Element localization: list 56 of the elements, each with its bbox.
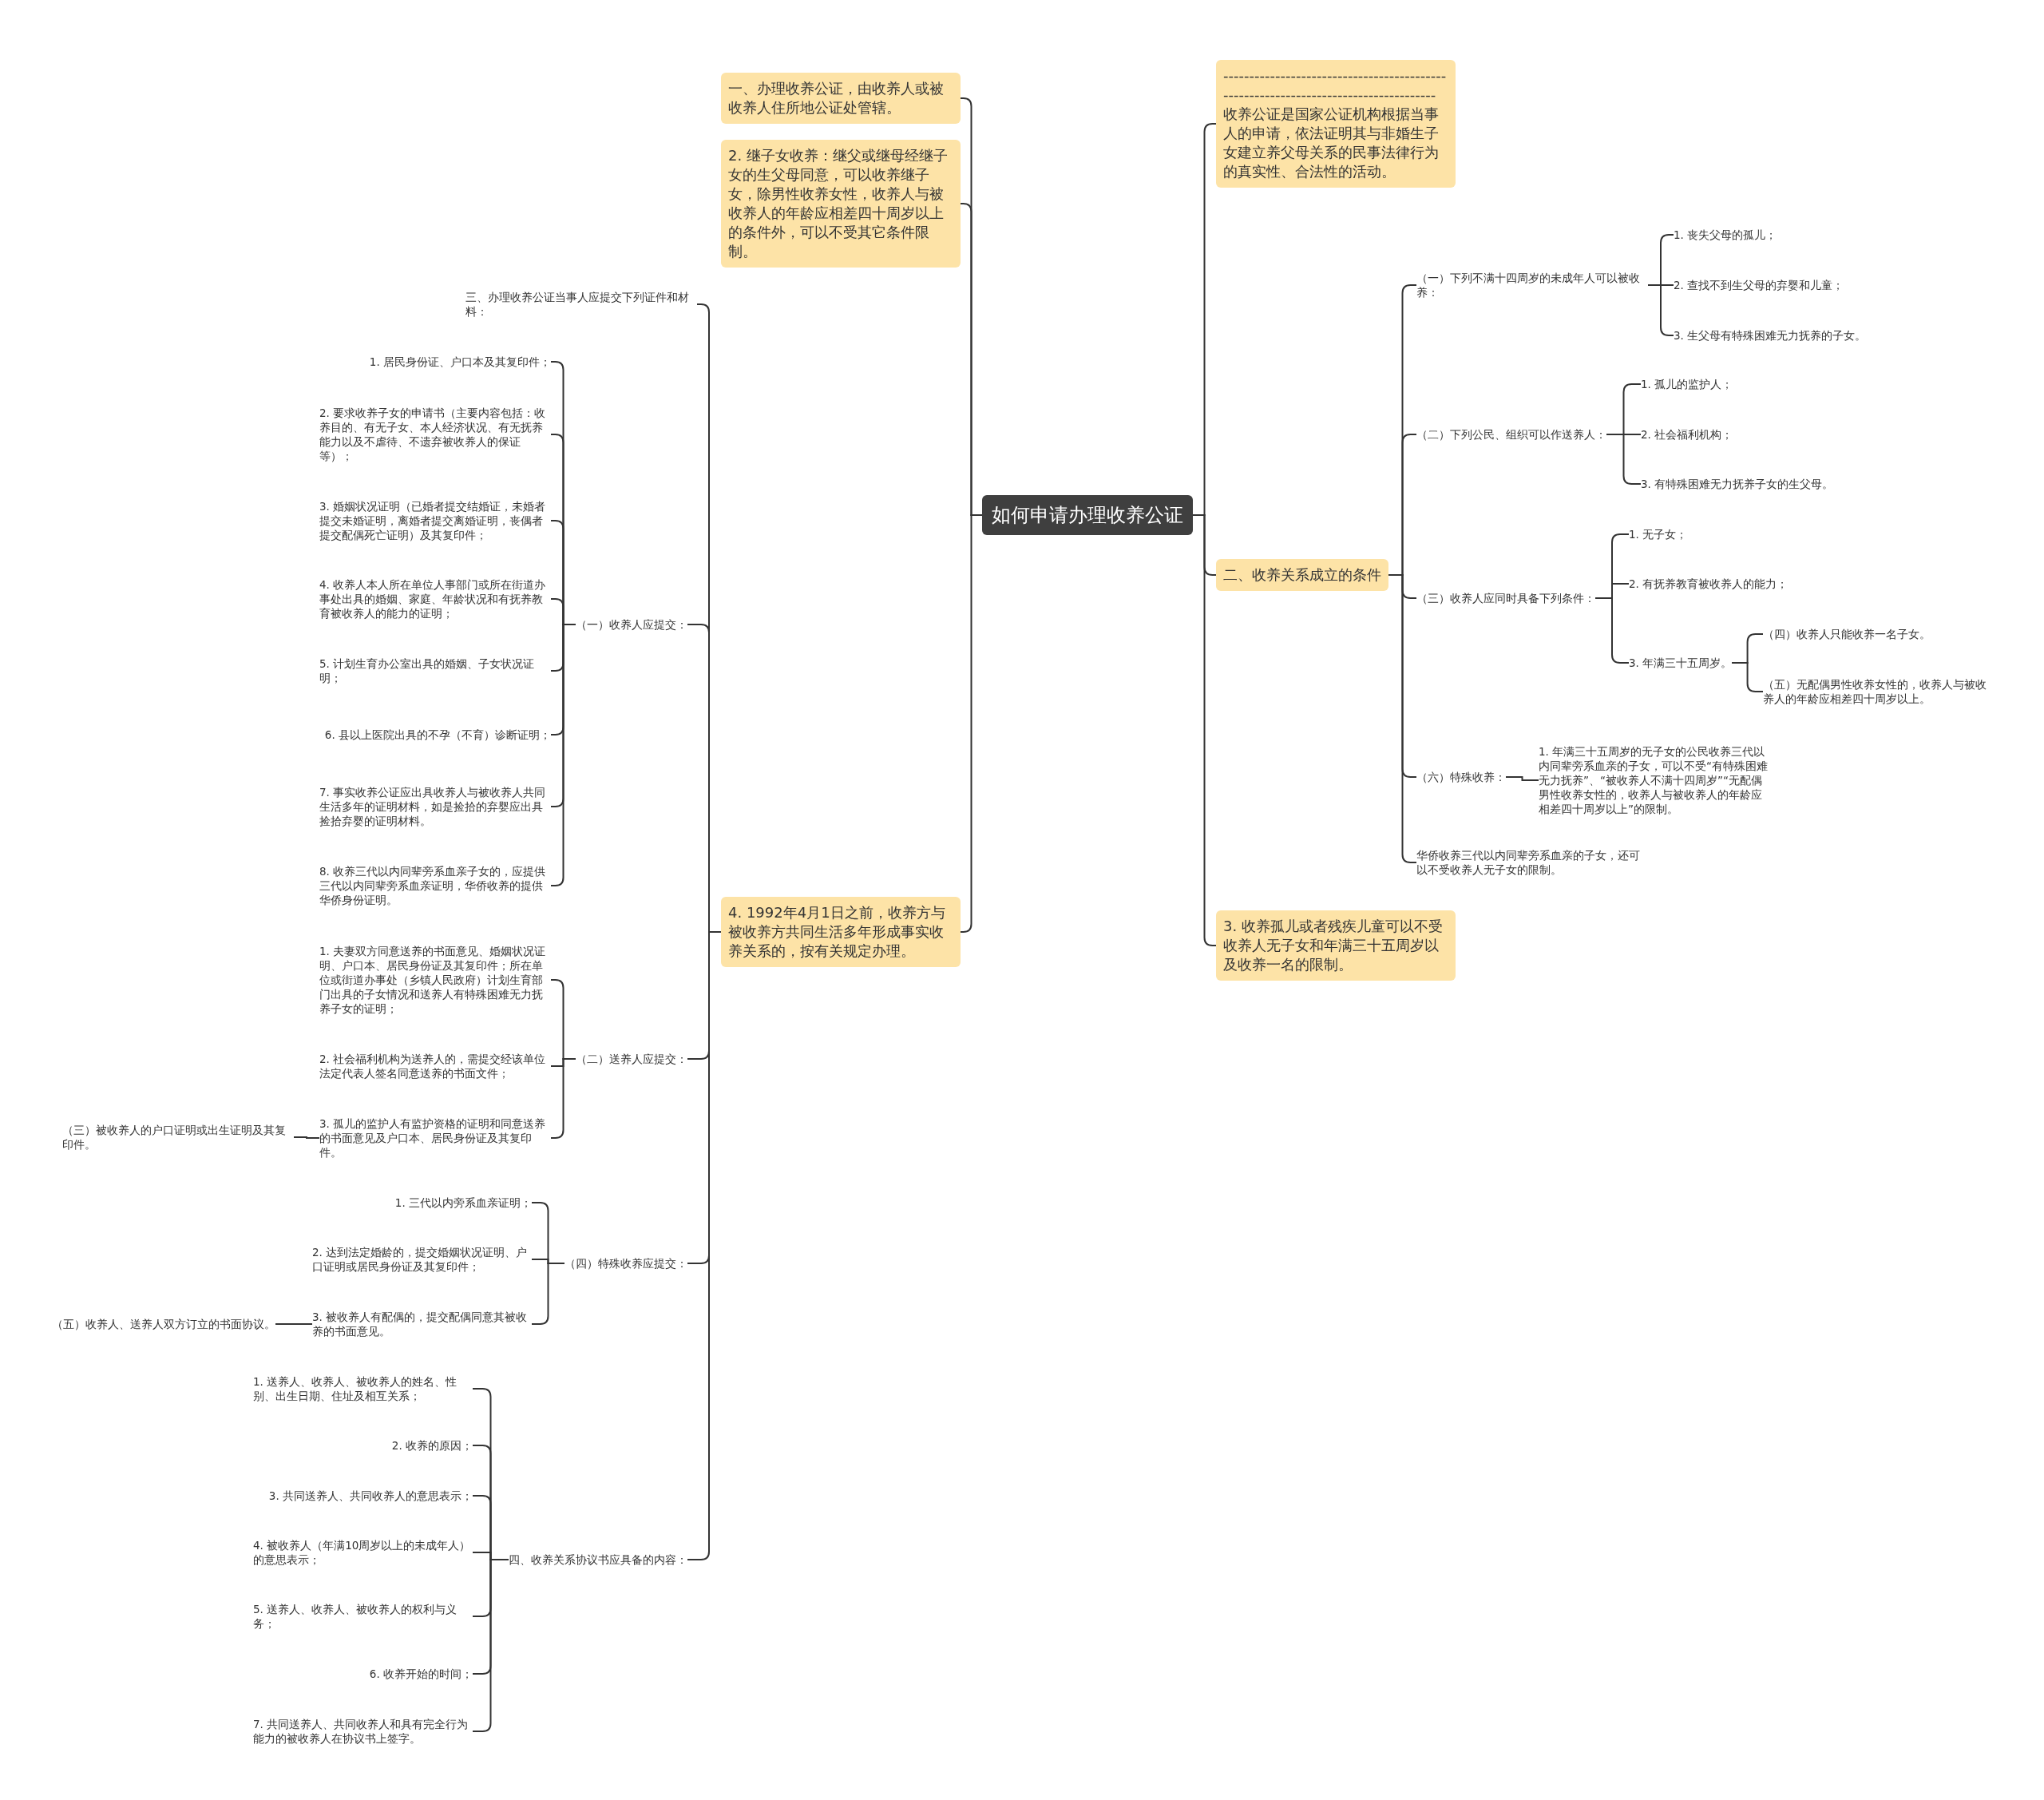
connector-line [275, 1323, 313, 1325]
note-box: 2. 继子女收养：继父或继母经继子女的生父母同意，可以收养继子女，除男性收养女性，收养人与被收养人的年龄应相差四十周岁以上的条件外，可以不受其它条件限制。 [721, 140, 961, 268]
branch-text: 1. 孤儿的监护人； [1641, 377, 1733, 391]
note-box: 二、收养关系成立的条件 [1216, 559, 1388, 591]
branch-text: 四、收养关系协议书应具备的内容： [509, 1552, 687, 1567]
branch-text: 4. 收养人本人所在单位人事部门或所在街道办事处出具的婚姻、家庭、年龄状况和有抚养教育被收养人的能力的证明； [319, 577, 551, 620]
branch-text: 3. 生父母有特殊困难无力抚养的子女。 [1674, 328, 1867, 343]
branch-text: 2. 社会福利机构为送养人的，需提交经该单位法定代表人签名同意送养的书面文件； [319, 1052, 551, 1080]
branch-text: 5. 计划生育办公室出具的婚姻、子女状况证明； [319, 656, 551, 685]
branch-text: 5. 送养人、收养人、被收养人的权利与义务； [253, 1602, 473, 1631]
branch-text: 三、办理收养公证当事人应提交下列证件和材料： [465, 290, 697, 319]
note-box: 4. 1992年4月1日之前，收养方与被收养方共同生活多年形成事实收养关系的，按有关规定办理。 [721, 897, 961, 967]
branch-text: 2. 社会福利机构； [1641, 427, 1733, 442]
branch-text: 3. 孤儿的监护人有监护资格的证明和同意送养的书面意见及户口本、居民身份证及其复印件。 [319, 1116, 551, 1160]
branch-text: （六）特殊收养： [1416, 770, 1506, 784]
branch-text: 1. 无子女； [1629, 527, 1688, 541]
branch-text: 1. 居民身份证、户口本及其复印件； [369, 355, 551, 369]
branch-text: 3. 被收养人有配偶的，提交配偶同意其被收养的书面意见。 [312, 1310, 532, 1338]
branch-text: 1. 年满三十五周岁的无子女的公民收养三代以内同辈旁系血亲的子女，可以不受“有特殊困难无力抚养”、“被收养人不满十四周岁”“无配偶男性收养女性的，收养人与被收养人的年龄应相差四十周岁以上”的限制。 [1539, 744, 1770, 816]
connector-line [1505, 776, 1539, 781]
branch-text: 2. 收养的原因； [391, 1438, 473, 1453]
branch-text: 7. 共同送养人、共同收养人和具有完全行为能力的被收养人在协议书上签字。 [253, 1717, 473, 1746]
branch-text: 2. 查找不到生父母的弃婴和儿童； [1674, 278, 1844, 292]
note-box: ------------------------------------------------------------------------------------ 收养公证是国家公证机构根据当事人的申请，依法证明其与非婚生子女建立养父母关系的民事法律行为的真实性、合法性的活动。 [1216, 60, 1456, 188]
branch-text: 1. 丧失父母的孤儿； [1674, 228, 1777, 242]
branch-text: 华侨收养三代以内同辈旁系血亲的子女，还可以不受收养人无子女的限制。 [1416, 848, 1648, 877]
branch-text: 3. 婚姻状况证明（已婚者提交结婚证，未婚者提交未婚证明，离婚者提交离婚证明，丧偶者提交配偶死亡证明）及其复印件； [319, 499, 551, 542]
branch-text: 6. 收养开始的时间； [369, 1667, 473, 1681]
branch-text: （五）无配偶男性收养女性的，收养人与被收养人的年龄应相差四十周岁以上。 [1763, 677, 1994, 706]
branch-text: 2. 有抚养教育被收养人的能力； [1629, 577, 1788, 591]
branch-text: （一）收养人应提交： [576, 617, 687, 632]
branch-text: （四）特殊收养应提交： [564, 1256, 687, 1271]
branch-text: （三）被收养人的户口证明或出生证明及其复印件。 [62, 1123, 294, 1152]
branch-text: （一）下列不满十四周岁的未成年人可以被收养： [1416, 271, 1648, 299]
branch-text: （二）下列公民、组织可以作送养人： [1416, 427, 1606, 442]
branch-text: 1. 夫妻双方同意送养的书面意见、婚姻状况证明、户口本、居民身份证及其复印件；所在单位或街道办事处（乡镇人民政府）计划生育部门出具的子女情况和送养人有特殊困难无力抚养子女的证明； [319, 944, 551, 1016]
branch-text: 3. 共同送养人、共同收养人的意思表示； [268, 1489, 473, 1503]
branch-text: 1. 送养人、收养人、被收养人的姓名、性别、出生日期、住址及相互关系； [253, 1374, 473, 1403]
branch-text: 2. 达到法定婚龄的，提交婚姻状况证明、户口证明或居民身份证及其复印件； [312, 1245, 532, 1274]
branch-text: 8. 收养三代以内同辈旁系血亲子女的，应提供三代以内同辈旁系血亲证明，华侨收养的提供华侨身份证明。 [319, 864, 551, 907]
branch-text: 4. 被收养人（年满10周岁以上的未成年人）的意思表示； [253, 1538, 473, 1567]
branch-text: （三）收养人应同时具备下列条件： [1416, 591, 1595, 605]
branch-text: 6. 县以上医院出具的不孕（不育）诊断证明； [324, 728, 551, 742]
branch-text: 7. 事实收养公证应出具收养人与被收养人共同生活多年的证明材料，如是捡拾的弃婴应出具捡拾弃婴的证明材料。 [319, 785, 551, 828]
note-box: 3. 收养孤儿或者残疾儿童可以不受收养人无子女和年满三十五周岁以及收养一名的限制。 [1216, 910, 1456, 981]
branch-text: 3. 有特殊困难无力抚养子女的生父母。 [1641, 477, 1834, 491]
branch-text: 1. 三代以内旁系血亲证明； [394, 1195, 532, 1210]
connector-line [293, 1136, 320, 1139]
branch-text: 2. 要求收养子女的申请书（主要内容包括：收养目的、有无子女、本人经济状况、有无抚养能力以及不虐待、不遗弃被收养人的保证等）； [319, 406, 551, 463]
branch-text: 3. 年满三十五周岁。 [1629, 656, 1733, 670]
branch-text: （二）送养人应提交： [576, 1052, 687, 1066]
connector-line [1731, 662, 1764, 692]
branch-text: （五）收养人、送养人双方订立的书面协议。 [52, 1317, 275, 1331]
branch-text: （四）收养人只能收养一名子女。 [1763, 627, 1931, 641]
note-box: 一、办理收养公证，由收养人或被收养人住所地公证处管辖。 [721, 73, 961, 124]
central-topic: 如何申请办理收养公证 [982, 495, 1193, 535]
